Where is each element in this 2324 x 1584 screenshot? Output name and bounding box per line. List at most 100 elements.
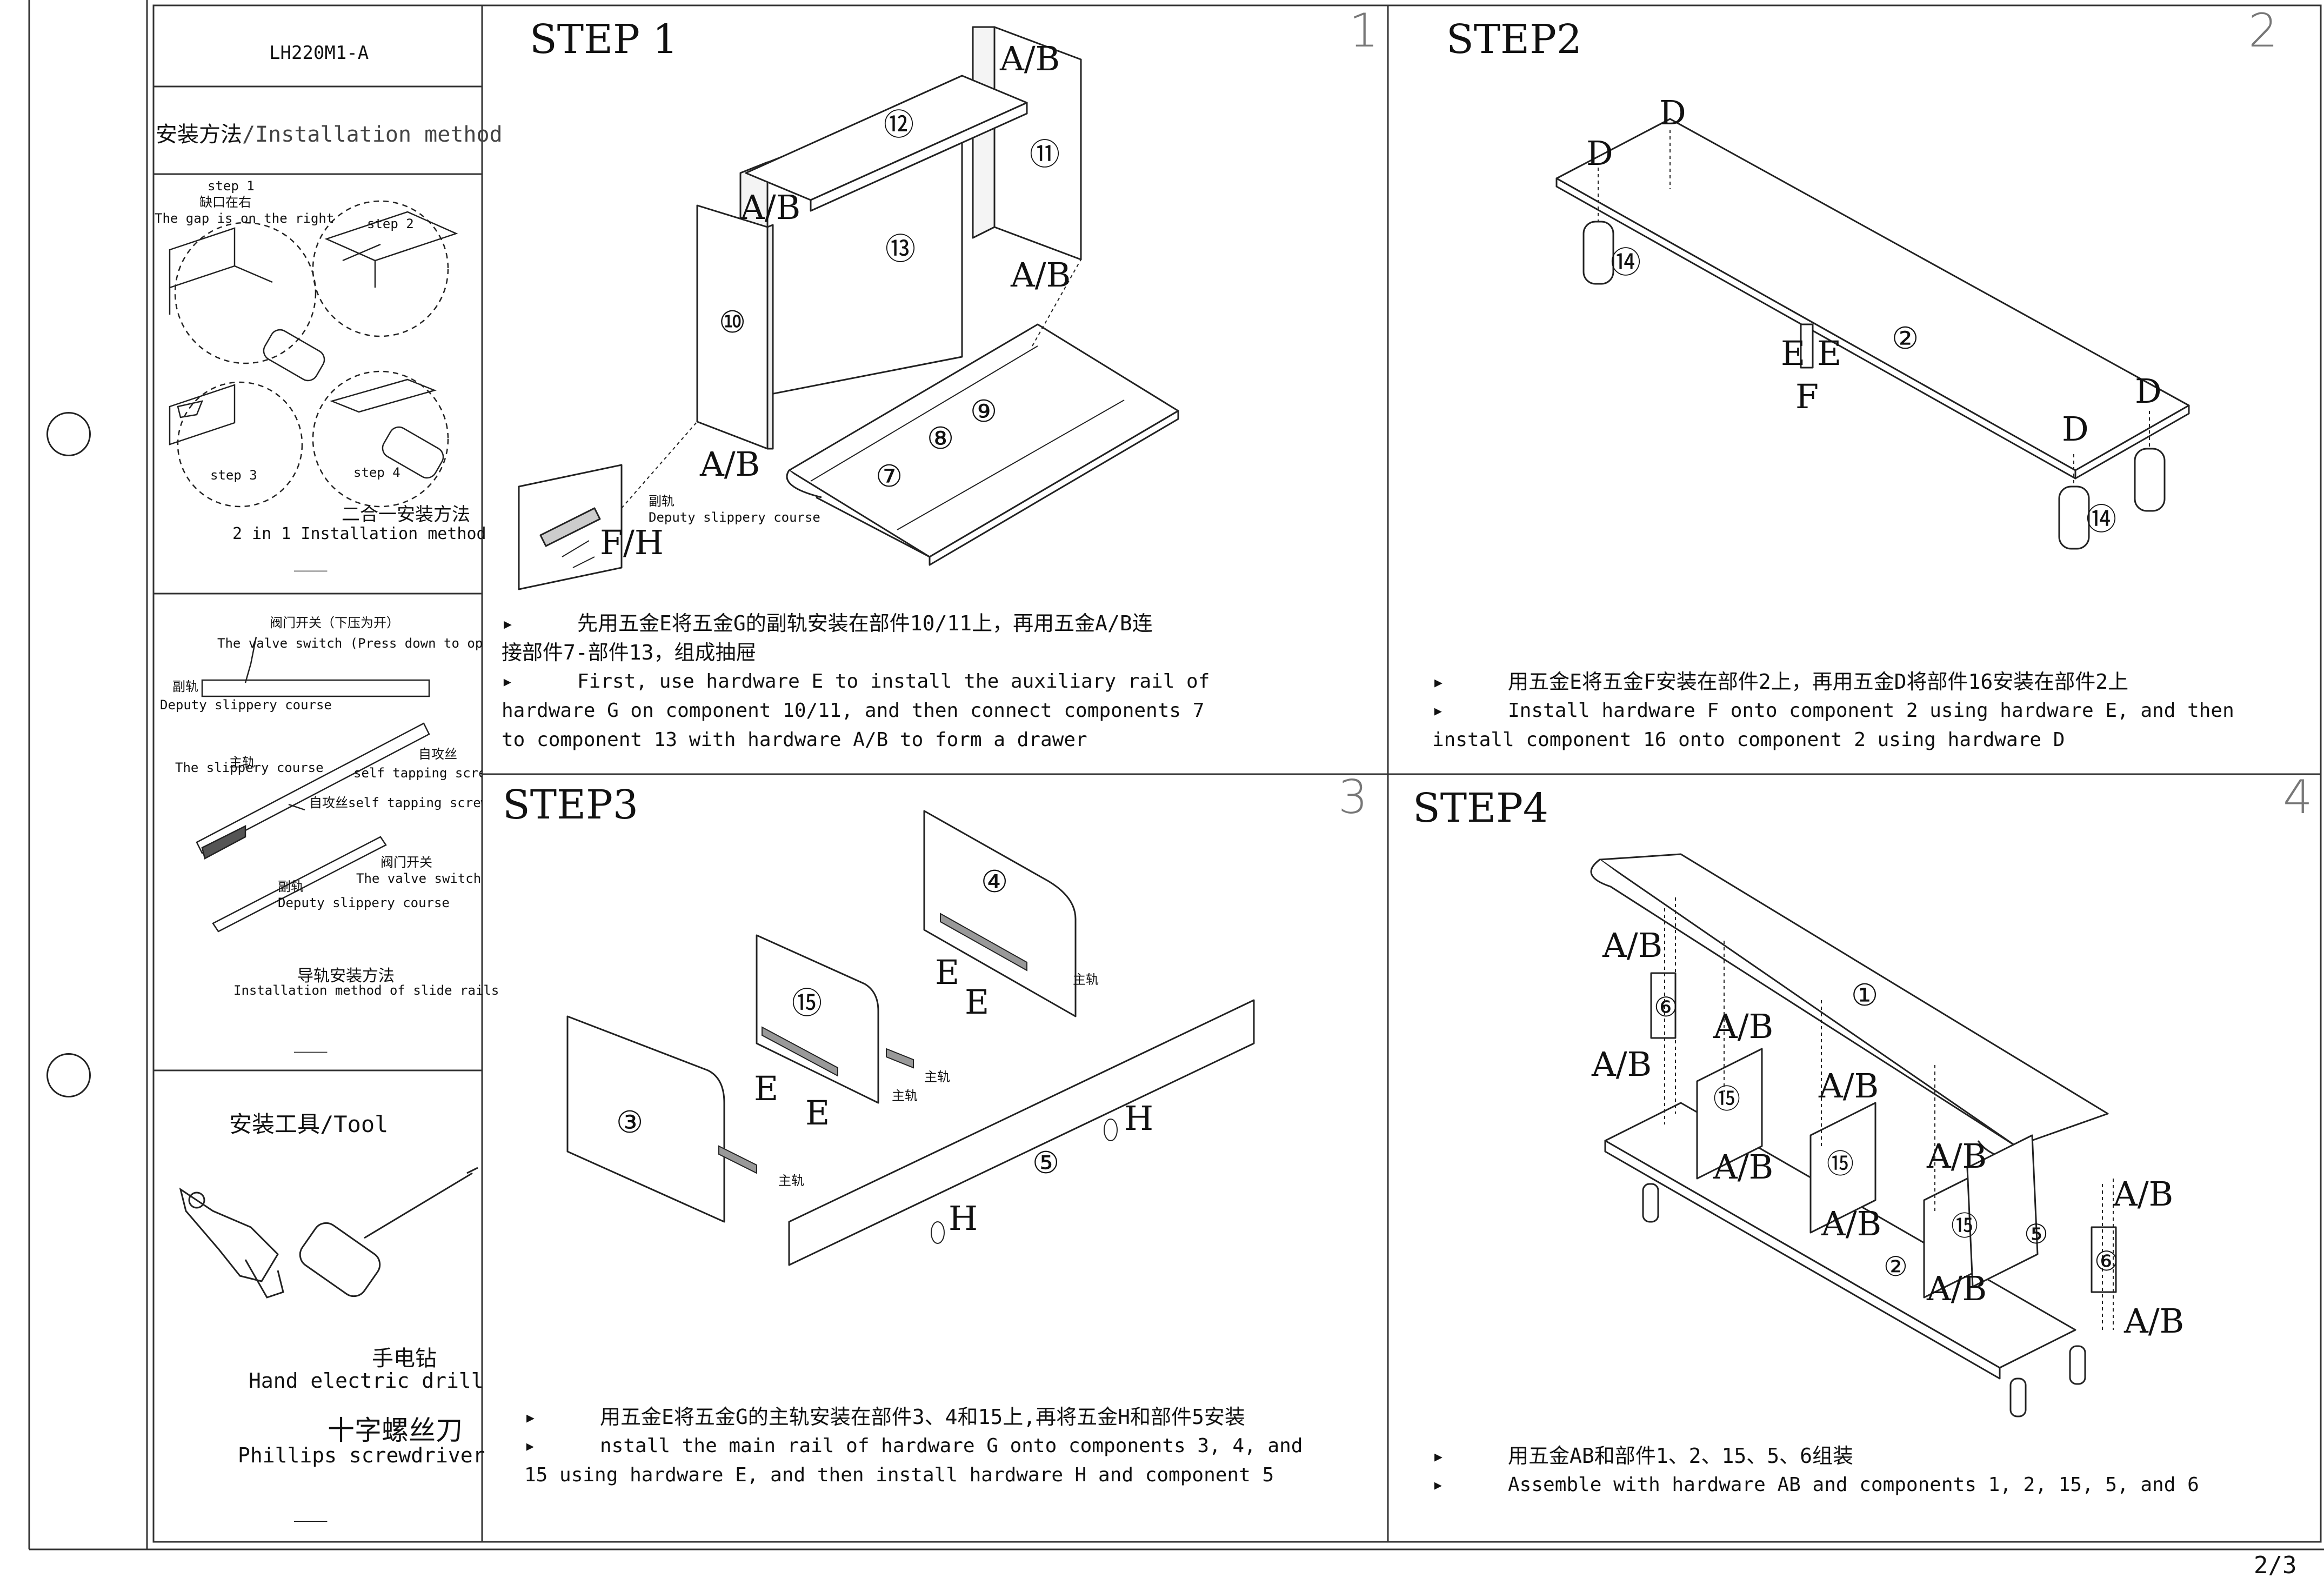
step4-label-c5: ⑤ — [2024, 1219, 2048, 1250]
step1-title: STEP 1 — [530, 16, 678, 63]
step4-label-ab9: A/B — [2113, 1174, 2173, 1214]
step1-label-c10: ⑩ — [719, 305, 746, 340]
bullet-icon: ▸ — [502, 670, 513, 693]
step4-cn: 用五金AB和部件1、2、15、5、6组装 — [1508, 1444, 1854, 1468]
step4-label-c2: ② — [1884, 1251, 1908, 1282]
b2-self-cn: 自攻丝 — [418, 747, 457, 762]
step2-cn: 用五金E将五金F安装在部件2上，再用五金D将部件16安装在部件2上 — [1508, 670, 2129, 694]
bullet-icon: ▸ — [524, 1435, 536, 1457]
screwdriver-cn: 十字螺丝刀 — [328, 1415, 463, 1446]
step4-label-ab4: A/B — [1818, 1066, 1879, 1106]
b1-step2: step 2 — [367, 216, 414, 231]
step4-diagram: A/B A/B A/B A/B A/B A/B A/B A/B A/B A/B … — [1590, 853, 2184, 1417]
step1-label-c9: ⑨ — [970, 394, 997, 429]
step3-main4: 主轨 — [778, 1173, 804, 1188]
step4-label-c15a: ⑮ — [1713, 1083, 1740, 1115]
slide-rails-illustration: 阀门开关（下压为开） The valve switch (Press down … — [160, 615, 482, 933]
b1-gap-en: The gap is on the right — [155, 211, 334, 226]
step3-label-h2: H — [949, 1199, 978, 1238]
b2-valve-en: The valve switch (Press down to open) — [217, 636, 482, 651]
step4-label-ab5: A/B — [1713, 1147, 1773, 1187]
step1-label-c12: ⑫ — [884, 108, 914, 143]
slide-rails-dash: ___ — [294, 1031, 328, 1053]
step3-en1: nstall the main rail of hardware G onto … — [600, 1435, 1303, 1457]
step2-instr-en1: ▸Install hardware F onto component 2 usi… — [1432, 696, 2234, 726]
step1-label-ab1: A/B — [999, 39, 1060, 78]
step1-instr-cn2: 接部件7-部件13，组成抽屉 — [502, 641, 757, 664]
b2-self-en: self tapping screw — [353, 766, 482, 781]
b2-valve2-cn: 阀门开关 — [380, 855, 432, 870]
step4-label-c6b: ⑥ — [2094, 1246, 2119, 1277]
step1-en1: First, use hardware E to install the aux… — [577, 670, 1210, 693]
step4-label-c15b: ⑮ — [1827, 1148, 1854, 1180]
step2-diagram: D D D D E E F ⑭ ⑭ ② — [1555, 93, 2190, 550]
step3-label-e1: E — [935, 953, 959, 992]
step2-instr-cn: ▸ 用五金E将五金F安装在部件2上，再用五金D将部件16安装在部件2上 — [1432, 667, 2128, 696]
step1-label-fh: F/H — [600, 523, 664, 562]
step2-number: 2 — [2248, 4, 2278, 58]
two-in-one-dash: ___ — [294, 550, 328, 572]
slide-rails-cap-cn: 导轨安装方法 — [297, 967, 395, 986]
screwdriver-en: Phillips screwdriver — [238, 1443, 485, 1467]
step3-label-c3: ③ — [616, 1105, 643, 1140]
step4-label-ab6: A/B — [1926, 1136, 1987, 1176]
b2-deputy-en: Deputy slippery course — [160, 697, 332, 713]
bullet-icon: ▸ — [1432, 670, 1445, 694]
model-code: LH220M1-A — [269, 42, 369, 64]
step2-title: STEP2 — [1446, 16, 1582, 63]
b2-deputy-cn: 副轨 — [172, 679, 198, 694]
step1-instr-en2: hardware G on component 10/11, and then … — [502, 700, 1205, 722]
step4-label-c6a: ⑥ — [1654, 991, 1678, 1023]
b2-valve2-en: The valve switch — [356, 871, 481, 886]
step3-title: STEP3 — [503, 782, 638, 828]
binder-hole-bottom — [46, 1053, 91, 1097]
step1-instr-en3: to component 13 with hardware A/B to for… — [502, 729, 1087, 751]
step1-label-c8: ⑧ — [927, 421, 954, 456]
step1-rail-en: Deputy slippery course — [649, 510, 820, 525]
step3-label-c15: ⑮ — [792, 986, 822, 1021]
step1-rail-cn: 副轨 — [649, 494, 675, 509]
drill-en: Hand electric drill — [249, 1369, 484, 1393]
step4-number: 4 — [2283, 770, 2313, 824]
step4-label-ab3: A/B — [1713, 1007, 1773, 1046]
b1-step3: step 3 — [210, 468, 257, 483]
step3-cn: 用五金E将五金G的主轨安装在部件3、4和15上,再将五金H和部件5安装 — [600, 1405, 1245, 1429]
step3-label-h1: H — [1124, 1099, 1153, 1138]
step1-label-c13: ⑬ — [885, 232, 916, 267]
step1-label-ab3: A/B — [1010, 255, 1071, 295]
step2-label-c2: ② — [1892, 321, 1919, 356]
step3-main3: 主轨 — [892, 1088, 918, 1103]
step2-label-e1: E — [1781, 334, 1805, 373]
two-in-one-illustration: step 1 缺口在右 The gap is on the right step… — [155, 178, 458, 508]
step3-instr-en2: 15 using hardware E, and then install ha… — [524, 1464, 1274, 1486]
tools-dash: ___ — [294, 1501, 328, 1522]
step1-number: 1 — [1349, 4, 1379, 58]
binder-hole-top — [46, 412, 91, 456]
b1-gap-cn: 缺口在右 — [199, 195, 251, 210]
b1-step4: step 4 — [353, 465, 400, 480]
step3-main2: 主轨 — [924, 1069, 950, 1084]
step3-main1: 主轨 — [1073, 972, 1099, 987]
step1-label-ab4: A/B — [699, 444, 760, 484]
drill-cn: 手电钻 — [372, 1346, 437, 1371]
tool-heading: 安装工具/Tool — [229, 1111, 389, 1137]
step1-cn: 先用五金E将五金G的副轨安装在部件10/11上，再用五金A/B连 — [577, 611, 1153, 635]
step3-label-c5: ⑤ — [1032, 1146, 1059, 1181]
two-in-one-cap-cn: 二合一安装方法 — [342, 504, 470, 525]
step2-label-e2: E — [1817, 334, 1841, 373]
step4-label-ab8: A/B — [1926, 1269, 1987, 1308]
bullet-icon: ▸ — [1432, 1444, 1445, 1468]
b2-self-cn2: 自攻丝 — [309, 795, 348, 810]
b2-main-en: The slippery course — [175, 760, 324, 775]
step3-label-e4: E — [805, 1093, 830, 1133]
step3-instr-en1: ▸ nstall the main rail of hardware G onto… — [524, 1432, 1303, 1461]
install-method-en: /Installation method — [242, 122, 503, 147]
step4-label-ab10: A/B — [2123, 1301, 2184, 1341]
step2-label-d4: D — [2062, 409, 2089, 449]
step4-instr-cn: ▸ 用五金AB和部件1、2、15、5、6组装 — [1432, 1441, 1853, 1470]
bullet-icon: ▸ — [1432, 700, 1444, 722]
step4-label-c15c: ⑮ — [1951, 1210, 1978, 1242]
step2-label-d2: D — [1586, 134, 1613, 173]
step2-instr-en2: install component 16 onto component 2 us… — [1432, 729, 2065, 751]
